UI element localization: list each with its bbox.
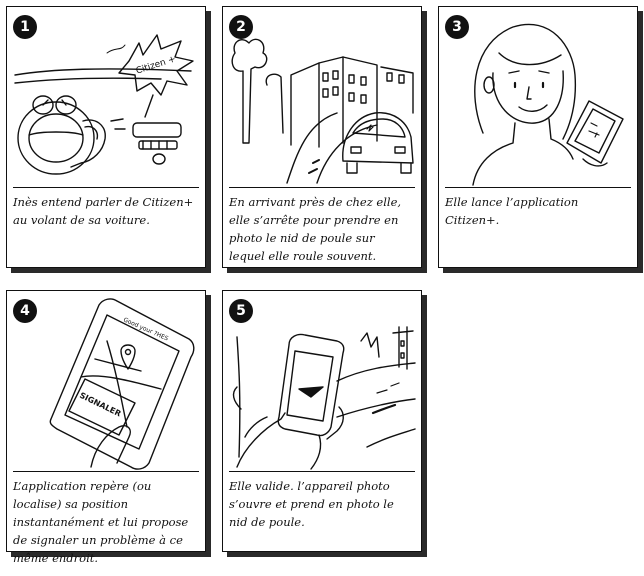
- caption-divider: [229, 471, 415, 472]
- signaler-button-text: SIGNALER: [78, 391, 122, 419]
- panel-caption: L’application repère (ou localise) sa po…: [13, 479, 189, 565]
- panel-caption: Inès entend parler de Citizen+ au volant…: [13, 195, 194, 227]
- panel-number-badge: 2: [229, 15, 253, 39]
- panel-number-badge: 4: [13, 299, 37, 323]
- panel-5-illustration: [227, 297, 417, 469]
- panel-number-badge: 1: [13, 15, 37, 39]
- caption-divider: [13, 471, 199, 472]
- panel-caption: Elle lance l’application Citizen+.: [445, 195, 579, 227]
- panel-caption: En arrivant près de chez elle, elle s’ar…: [229, 195, 402, 263]
- panel-number-badge: 3: [445, 15, 469, 39]
- panel-caption: Elle valide. l’appareil photo s’ouvre et…: [229, 479, 394, 529]
- panel-4-illustration: Good your ?HES SIGNALER: [11, 297, 201, 469]
- panel-3: 3 Elle lance l’application Citizen+.: [438, 6, 638, 268]
- radio-text: Citizen +: [135, 54, 177, 76]
- caption-divider: [229, 187, 415, 188]
- panel-number-badge: 5: [229, 299, 253, 323]
- caption-divider: [13, 187, 199, 188]
- caption-divider: [445, 187, 631, 188]
- panel-2: 2 En arrivant près de chez elle, elle s’…: [222, 6, 422, 268]
- panel-5: 5 Elle valide. l’appareil photo s’ouvre …: [222, 290, 422, 552]
- panel-1: Citizen + 1 Inès entend parler de Citize…: [6, 6, 206, 268]
- panel-1-illustration: Citizen +: [11, 13, 201, 185]
- panel-2-illustration: [227, 13, 417, 185]
- panel-3-illustration: [443, 13, 633, 185]
- screen-header-text: Good your ?HES: [122, 316, 169, 342]
- panel-4: Good your ?HES SIGNALER 4 L’application …: [6, 290, 206, 565]
